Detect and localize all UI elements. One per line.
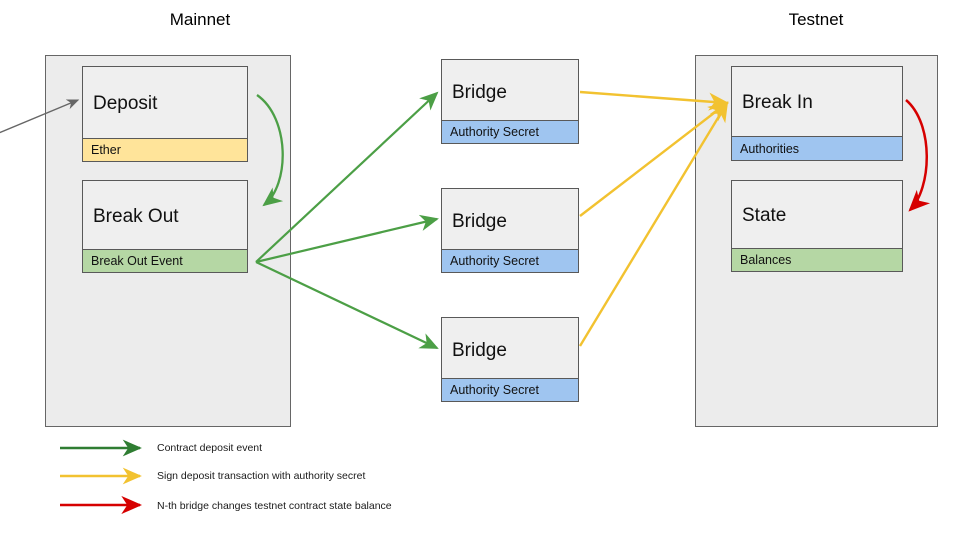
card-deposit[interactable]: Deposit Ether (82, 66, 248, 162)
card-state-title: State (742, 205, 787, 226)
card-deposit-bar: Ether (83, 138, 247, 161)
card-bridge-2-title: Bridge (452, 211, 507, 232)
card-state-bar: Balances (732, 248, 902, 271)
legend-label-contract-deposit-event: Contract deposit event (157, 442, 263, 454)
card-break-in-title: Break In (742, 92, 813, 113)
testnet-title: Testnet (788, 10, 844, 29)
card-bridge-3[interactable]: Bridge Authority Secret (441, 317, 579, 402)
card-deposit-title: Deposit (93, 93, 158, 114)
card-bridge-1-bar: Authority Secret (442, 120, 578, 143)
card-bridge-3-bar: Authority Secret (442, 378, 578, 401)
card-bridge-1[interactable]: Bridge Authority Secret (441, 59, 579, 144)
card-bridge-2-bar: Authority Secret (442, 249, 578, 272)
legend-label-nth-bridge-changes-state: N-th bridge changes testnet contract sta… (157, 500, 392, 512)
card-break-out[interactable]: Break Out Break Out Event (82, 180, 248, 273)
card-bridge-1-title: Bridge (452, 82, 507, 103)
card-bridge-3-title: Bridge (452, 340, 507, 361)
card-break-out-bar: Break Out Event (83, 249, 247, 272)
card-break-in[interactable]: Break In Authorities (731, 66, 903, 161)
mainnet-title: Mainnet (169, 10, 231, 29)
card-bridge-2[interactable]: Bridge Authority Secret (441, 188, 579, 273)
card-break-in-bar: Authorities (732, 136, 902, 160)
card-break-out-title: Break Out (93, 206, 179, 227)
legend-label-sign-deposit-transaction: Sign deposit transaction with authority … (157, 470, 366, 482)
card-state[interactable]: State Balances (731, 180, 903, 272)
